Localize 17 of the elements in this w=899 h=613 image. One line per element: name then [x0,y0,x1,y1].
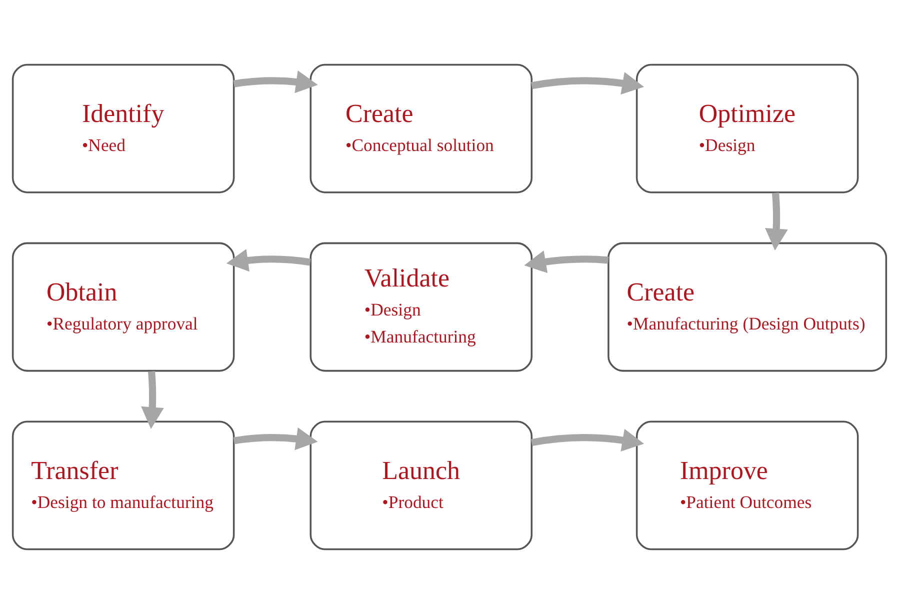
arrow [531,428,644,451]
node-box: Optimize •Design [636,63,859,193]
node-box: Launch •Product [310,420,533,550]
arrow [233,426,318,450]
node-box: Validate •Design •Manufacturing [310,242,533,372]
node-box: Improve •Patient Outcomes [636,420,859,550]
arrow [141,370,164,428]
arrow [531,71,644,94]
arrow [765,192,788,250]
arrow [524,250,609,273]
arrow [226,248,311,272]
node-box: Create •Conceptual solution [310,63,533,193]
node-box: Identify •Need [12,63,235,193]
node-box: Transfer •Design to manufacturing [12,420,235,550]
node-box: Create •Manufacturing (Design Outputs) [608,242,888,372]
node-box: Obtain •Regulatory approval [12,242,235,372]
arrow [233,70,318,93]
